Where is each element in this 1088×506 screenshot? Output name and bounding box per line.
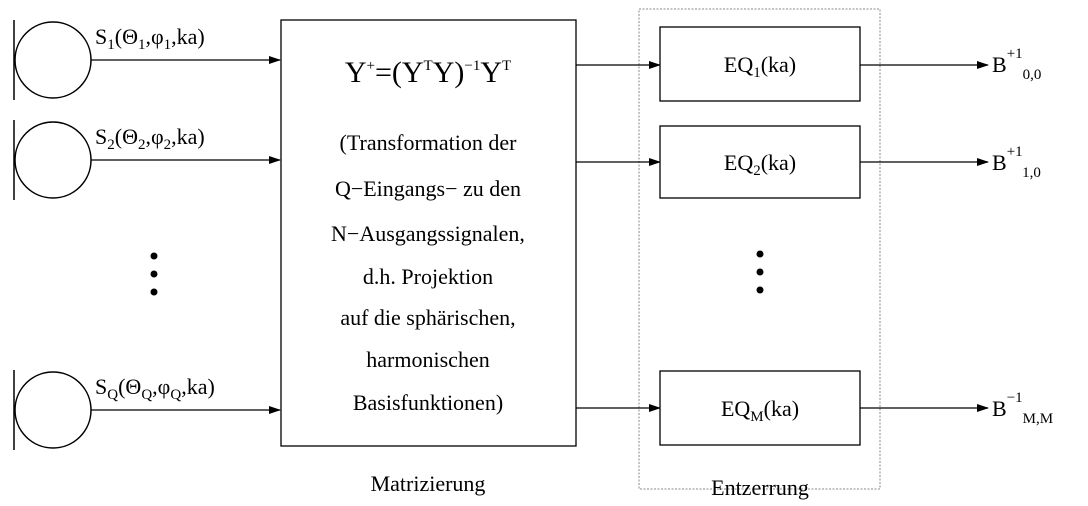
description-line-1: (Transformation der (340, 130, 518, 155)
microphone-1 (13, 20, 92, 100)
input-1-label: S1(Θ1,φ1,ka) (95, 24, 205, 53)
equalizer-1-label: EQ1(ka) (724, 52, 796, 81)
equalizer-2-label: EQ2(ka) (724, 150, 796, 179)
description-line-7: Basisfunktionen) (353, 390, 503, 415)
description-line-4: d.h. Projektion (363, 264, 493, 289)
output-m-label: B−1M,M (992, 390, 1053, 427)
equalizer-2-block (659, 125, 861, 199)
microphone-capsule (14, 21, 92, 99)
input-2-label: S2(Θ2,φ2,ka) (95, 124, 205, 153)
description-line-6: harmonischen (366, 347, 489, 372)
equalizer-caption: Entzerrung (711, 475, 809, 500)
matrix-block (280, 19, 577, 447)
microphone-q (13, 370, 92, 450)
input-q-label: SQ(ΘQ,φQ,ka) (95, 374, 215, 403)
description-line-2: Q−Eingangs− zu den (335, 176, 521, 201)
input-ellipsis (150, 252, 158, 296)
microphone-capsule (14, 371, 92, 449)
matrix-caption: Matrizierung (371, 471, 486, 496)
equalizer-group-frame (638, 8, 881, 490)
equalizer-1-block (659, 26, 861, 102)
description-line-5: auf die sphärischen, (340, 305, 515, 330)
output-1-label: B+10,0 (992, 46, 1041, 83)
description-line-3: N−Ausgangssignalen, (331, 221, 525, 246)
equalizer-m-block (659, 370, 861, 446)
output-2-label: B+11,0 (992, 144, 1041, 181)
equalizer-m-label: EQM(ka) (721, 396, 799, 425)
equalizer-ellipsis (756, 250, 764, 294)
microphone-2 (13, 120, 92, 200)
microphone-capsule (14, 121, 92, 199)
pseudo-inverse-formula: Y+=(YTY)−1YT (345, 56, 511, 89)
